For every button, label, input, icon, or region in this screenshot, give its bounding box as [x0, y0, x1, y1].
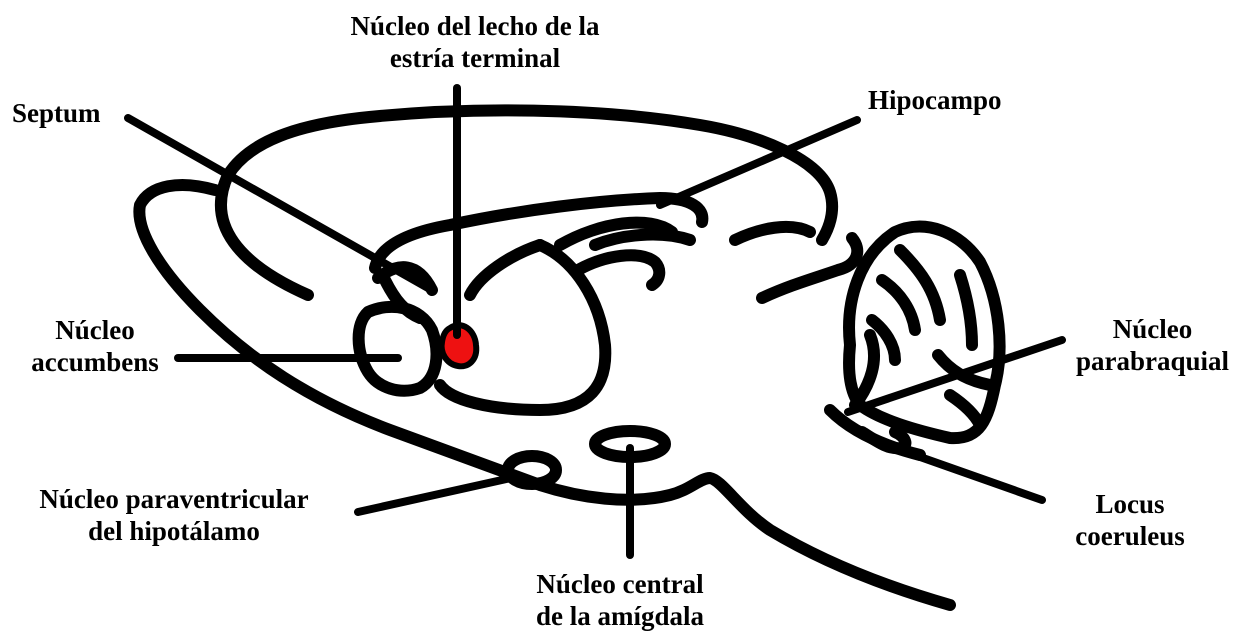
cortex-outline — [221, 110, 832, 295]
label-bed-nucleus: Núcleo del lecho de la estría terminal — [300, 10, 650, 74]
label-central-amygdala: Núcleo central de la amígdala — [490, 568, 750, 632]
colliculus-line — [762, 238, 857, 298]
hippocampus-outline-3 — [595, 235, 690, 245]
nucleus-accumbens-shape — [359, 307, 437, 391]
leader-paraventricular — [358, 476, 520, 512]
leader-locus-coeruleus — [872, 440, 1042, 500]
label-accumbens: Núcleo accumbens — [20, 314, 170, 378]
cerebellum-fold-6 — [950, 395, 980, 425]
cerebellum-fold-4 — [960, 275, 972, 345]
leader-septum — [128, 118, 428, 288]
label-parabrachial: Núcleo parabraquial — [1065, 313, 1240, 377]
label-locus-coeruleus: Locus coeruleus — [1040, 488, 1220, 552]
label-paraventricular: Núcleo paraventricular del hipotálamo — [8, 483, 340, 547]
midbrain-fold — [735, 227, 810, 240]
label-hippocampus: Hipocampo — [868, 84, 1002, 116]
thalamus-top — [470, 245, 540, 295]
hippocampus-outline-2 — [578, 255, 659, 285]
label-septum: Septum — [12, 97, 101, 129]
cerebellum-fold-2 — [882, 280, 915, 330]
